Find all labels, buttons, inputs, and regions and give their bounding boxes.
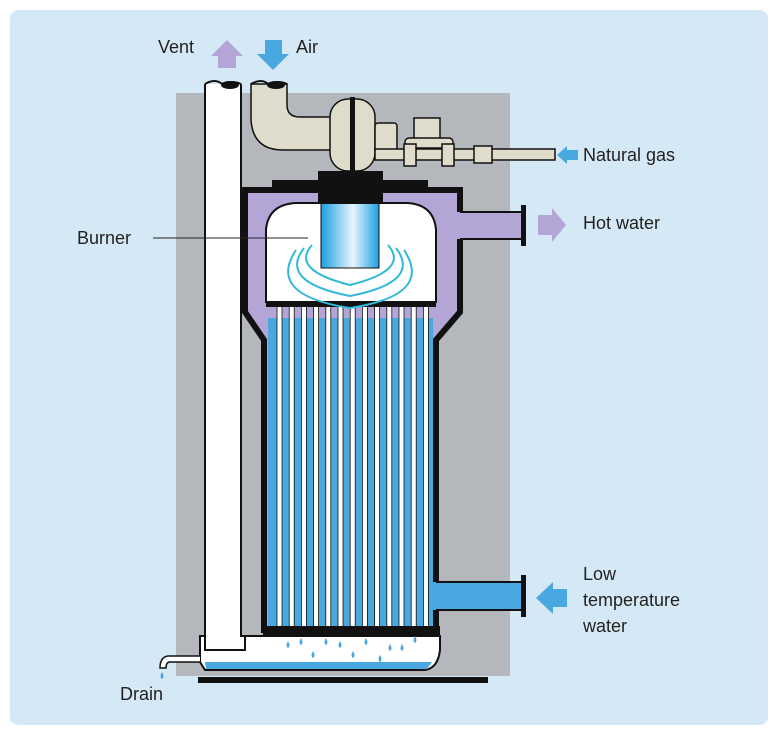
condensate-drop xyxy=(364,638,368,645)
label-air: Air xyxy=(296,37,318,57)
gas-pipe xyxy=(374,148,556,161)
vent-pipe xyxy=(204,84,246,651)
label-natural-gas: Natural gas xyxy=(583,145,676,165)
condensate-water xyxy=(205,662,432,669)
base-plate xyxy=(198,677,488,683)
label-vent: Vent xyxy=(158,37,195,57)
fire-tube xyxy=(313,305,320,631)
fire-tube xyxy=(300,305,307,631)
drain-spout xyxy=(159,655,200,669)
fire-tube xyxy=(337,305,344,631)
condensate-drop xyxy=(400,644,404,651)
gas-regulator xyxy=(413,117,441,141)
arrow-down-icon xyxy=(257,40,289,70)
hot-water-outlet-pipe xyxy=(457,212,522,239)
burner-cap xyxy=(318,171,383,204)
fire-tube xyxy=(386,305,393,631)
label-burner: Burner xyxy=(77,228,132,248)
condensate-drops xyxy=(286,636,417,662)
fire-tube xyxy=(361,305,368,631)
condensate-drop xyxy=(338,641,342,648)
condensate-drop xyxy=(286,641,290,648)
arrow-right-icon xyxy=(538,208,566,242)
burner-cylinder xyxy=(320,199,380,269)
fire-tube xyxy=(410,305,417,631)
fire-tube xyxy=(276,305,283,631)
condensate-drop xyxy=(311,651,315,658)
fire-tube xyxy=(325,305,332,631)
fire-tube xyxy=(349,305,356,631)
condensate-drop xyxy=(378,655,382,662)
hot-water-flange xyxy=(521,205,526,246)
condensate-drop xyxy=(413,636,417,643)
label-line: temperature xyxy=(583,590,681,610)
fire-tube xyxy=(288,305,295,631)
condensate-drop xyxy=(324,638,328,645)
gas-union xyxy=(473,145,493,164)
label-low-temperature-water: Low temperature water xyxy=(583,561,680,639)
cold-water-inlet-pipe xyxy=(428,582,522,610)
fire-tube xyxy=(398,305,405,631)
fire-tube xyxy=(422,305,429,631)
flame-waves xyxy=(287,244,413,310)
cold-water-flange xyxy=(521,575,526,617)
label-hot-water: Hot water xyxy=(583,213,661,233)
fire-tube xyxy=(374,305,381,631)
label-line: water xyxy=(583,616,628,636)
condensate-drop xyxy=(388,644,392,651)
drain-drop xyxy=(160,672,164,679)
condensate-drop xyxy=(351,651,355,658)
condensate-drop xyxy=(299,638,303,645)
arrow-left-icon xyxy=(536,582,567,614)
upper-tube-sheet xyxy=(266,302,436,307)
lower-tube-sheet xyxy=(263,626,440,635)
label-line: Low xyxy=(583,564,617,584)
label-drain: Drain xyxy=(120,684,164,704)
arrow-left-icon xyxy=(557,146,578,164)
arrow-up-icon xyxy=(211,40,243,68)
